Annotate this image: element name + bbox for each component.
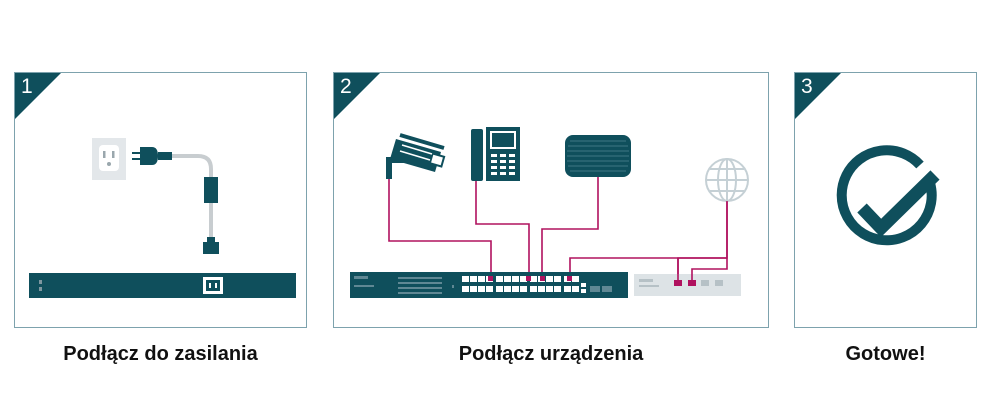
step-3-corner	[795, 73, 841, 119]
step-1-caption: Podłącz do zasilania	[63, 343, 258, 365]
step-2-corner	[334, 73, 380, 119]
step-2-number: 2	[340, 75, 352, 98]
globe-icon	[705, 158, 749, 202]
step-1-panel: 1	[14, 72, 307, 328]
step-2-panel: 2	[333, 72, 769, 328]
power-plug-icon	[132, 147, 172, 165]
checkmark-circle-icon	[836, 145, 940, 246]
ip-phone-icon	[471, 127, 520, 181]
step-1-number: 1	[21, 75, 33, 98]
step-1-illustration	[29, 138, 296, 298]
step-3-number: 3	[801, 75, 813, 98]
step-2-caption: Podłącz urządzenia	[458, 343, 644, 365]
step-1-corner	[15, 73, 61, 119]
step-3-caption: Gotowe!	[845, 343, 926, 365]
switch-rear-panel-icon	[29, 273, 296, 298]
ethernet-cables	[388, 177, 728, 277]
wall-outlet-icon	[92, 138, 126, 180]
router-icon	[634, 274, 741, 296]
security-camera-icon	[386, 133, 446, 179]
step-3-illustration	[836, 145, 940, 246]
poe-switch-icon	[350, 272, 628, 298]
access-point-icon	[565, 135, 631, 177]
power-adapter-icon	[203, 177, 219, 254]
step-2-illustration	[350, 127, 749, 298]
step-3-panel: 3	[794, 72, 977, 328]
